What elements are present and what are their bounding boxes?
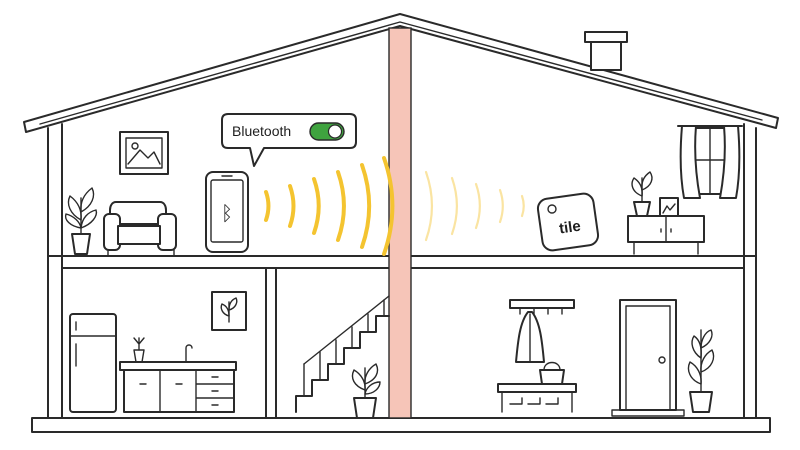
picture-frame: [119, 131, 169, 175]
sideboard: [627, 215, 705, 255]
roof: [23, 13, 779, 133]
smartphone: ᛒ: [205, 171, 249, 253]
staircase: [295, 295, 390, 413]
tile-tracker: tile: [536, 192, 600, 252]
photo-frame: [659, 197, 679, 217]
plant-lower-right: [687, 329, 715, 413]
window: [677, 125, 743, 199]
vase: [133, 337, 145, 363]
plant-lower-middle: [351, 363, 381, 419]
tile-tracker-label: tile: [558, 218, 582, 238]
coat-rack: [509, 299, 575, 363]
signal-wave-faded: [450, 176, 458, 236]
signal-wave: [312, 177, 321, 235]
front-door: [611, 299, 685, 417]
chimney: [584, 31, 628, 71]
interior-divider: [265, 267, 277, 419]
signal-wave: [336, 170, 346, 242]
armchair: [103, 201, 177, 256]
bluetooth-signal-waves: [264, 156, 525, 256]
signal-wave-faded: [474, 182, 481, 230]
signal-wave: [360, 163, 372, 249]
refrigerator: [69, 313, 117, 413]
bench: [497, 361, 577, 413]
plant-upper-right: [631, 171, 653, 217]
signal-wave: [382, 156, 395, 256]
bluetooth-label: Bluetooth: [232, 123, 291, 139]
kitchen-counter: [119, 344, 237, 413]
bluetooth-toggle[interactable]: [309, 122, 345, 141]
house-walls: [31, 123, 771, 433]
signal-wave-faded: [424, 170, 433, 242]
bluetooth-popup: Bluetooth: [221, 113, 357, 167]
wall-art: [211, 291, 247, 331]
plant-upper-left: [64, 187, 98, 255]
signal-wave: [288, 184, 296, 228]
bluetooth-icon: ᛒ: [221, 201, 233, 225]
central-wall: [388, 27, 412, 419]
signal-wave-faded: [498, 188, 504, 224]
signal-wave: [264, 190, 271, 222]
signal-wave-faded: [520, 194, 525, 218]
